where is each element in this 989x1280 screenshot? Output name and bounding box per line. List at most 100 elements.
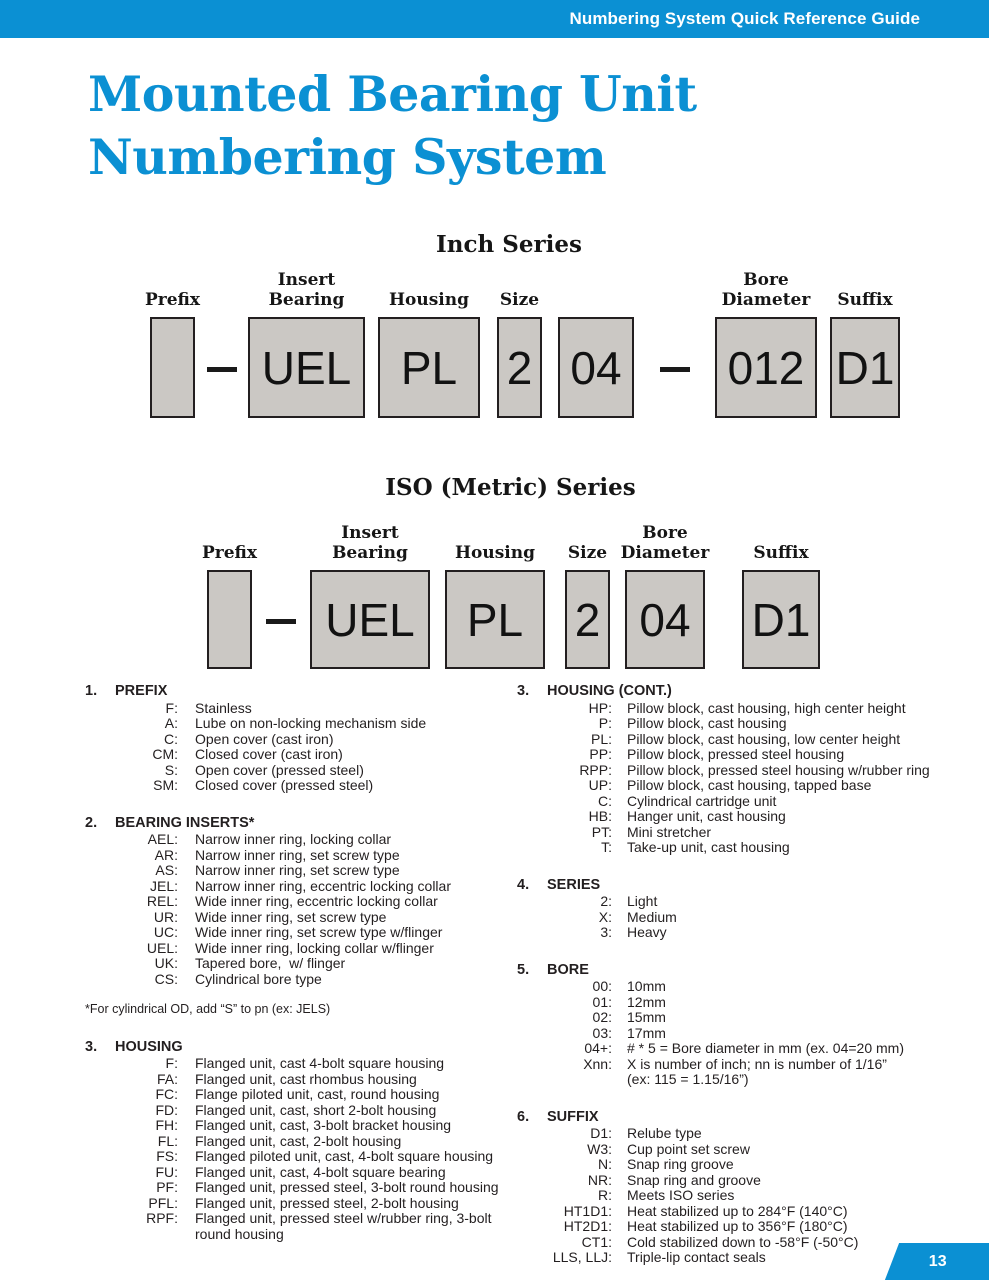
definition-code: R: (598, 1187, 612, 1203)
definition-description: 12mm (627, 993, 666, 1010)
definition-code: RPF: (146, 1210, 178, 1226)
definition-description: Relube type (627, 1125, 702, 1141)
definition-code: HT2D1: (563, 1218, 612, 1234)
definition-code: UR: (153, 908, 178, 925)
definition-row: 00:10mm (517, 978, 985, 995)
definition-description: Closed cover (cast iron) (195, 746, 343, 762)
definition-description: Narrow inner ring, set screw type (195, 846, 400, 863)
box-label: Housing (454, 543, 536, 563)
definition-row: Xnn:X is number of inch; nn is number of… (517, 1055, 985, 1088)
definition-code: CT1: (581, 1233, 612, 1250)
section-header: 3.HOUSING (85, 1039, 517, 1056)
definition-code: FH: (155, 1117, 178, 1133)
definition-row: JEL: Narrow inner ring, eccentric locking… (85, 877, 517, 895)
definition-description: Wide inner ring, set screw type w/flinge… (195, 924, 443, 940)
definition-row: F:Flanged unit, cast 4-bolt square housi… (85, 1055, 517, 1072)
definition-description: Open cover (pressed steel) (195, 761, 364, 778)
definition-description: Wide inner ring, eccentric locking colla… (195, 893, 438, 909)
definition-row: AEL:Narrow inner ring, locking collar (85, 831, 517, 848)
definition-row: UC:Wide inner ring, set screw type w/fli… (85, 924, 517, 941)
definition-code: AR: (154, 846, 178, 863)
definition-code: PL: (590, 730, 612, 747)
definition-description: Pillow block, cast housing, high center … (627, 699, 906, 716)
section-title: PREFIX (115, 683, 168, 699)
definition-code: A: (164, 715, 178, 731)
definition-row: 01:12mm (517, 993, 985, 1011)
definition-row: UEL:Wide inner ring, locking collar w/fl… (85, 939, 517, 957)
definition-description: Flanged unit, cast, 3-bolt bracket housi… (195, 1117, 452, 1133)
definition-description: Flanged unit, cast, short 2-bolt housing (195, 1101, 437, 1118)
page-number: 13 (929, 1252, 947, 1270)
dash-separator (252, 520, 310, 669)
definition-description: Narrow inner ring, locking collar (195, 831, 392, 847)
definition-row: FS:Flanged piloted unit, cast, 4-bolt sq… (85, 1148, 517, 1165)
definition-row: 04+:# * 5 = Bore diameter in mm (ex. 04=… (517, 1040, 985, 1057)
section-header: 3. HOUSING (CONT.) (517, 683, 985, 700)
definition-row: 03:17mm (517, 1024, 985, 1042)
definition-description: Open cover (cast iron) (195, 730, 334, 747)
definition-code: JEL: (149, 877, 178, 894)
definition-description: Cylindrical bore type (195, 970, 322, 987)
section-number: 3. (517, 683, 530, 699)
definition-description: Cold stabilized down to -58°F (-50°C) (627, 1233, 859, 1250)
definition-code: FU: (155, 1163, 178, 1180)
box-label: Housing (388, 290, 470, 310)
definition-code: CS: (154, 970, 178, 987)
section-title: HOUSING (CONT.) (547, 683, 672, 699)
definition-description: Triple-lip contact seals (627, 1249, 766, 1265)
definition-description: Flanged unit, pressed steel w/rubber rin… (195, 1210, 496, 1242)
dash-icon (206, 367, 237, 372)
section-number: 4. (517, 876, 530, 893)
definition-code: Xnn: (583, 1055, 612, 1072)
definition-code: P: (598, 715, 612, 731)
definition-row: CS: Cylindrical bore type (85, 970, 517, 988)
definition-description: Narrow inner ring, eccentric locking col… (195, 877, 451, 894)
definition-row: HP:Pillow block, cast housing, high cent… (517, 699, 985, 717)
definition-section: 3. HOUSING (CONT.)HP:Pillow block, cast h… (517, 683, 985, 856)
definition-row: PP:Pillow block, pressed steel housing (517, 746, 985, 763)
box-label: Size (567, 543, 608, 563)
section-title: BORE (547, 961, 589, 978)
definition-row: UR:Wide inner ring, set screw type (85, 908, 517, 926)
box-value: UEL (248, 317, 365, 418)
definition-description: Pillow block, cast housing, low center h… (627, 730, 901, 747)
definition-description: # * 5 = Bore diameter in mm (ex. 04=20 m… (627, 1040, 904, 1056)
definition-description: Snap ring groove (627, 1156, 734, 1172)
section-title: SUFFIX (547, 1108, 599, 1125)
definition-code: UK: (154, 955, 178, 971)
definition-description: Tapered bore, w/ flinger (195, 955, 346, 971)
box-label: Suffix (837, 290, 893, 310)
definition-row: HB:Hanger unit, cast housing (517, 808, 985, 825)
box-value: 012 (715, 317, 817, 418)
definition-row: RPP:Pillow block, pressed steel housing … (517, 762, 985, 779)
definition-description: Flanged unit, pressed steel, 2-bolt hous… (195, 1194, 459, 1211)
definition-description: Pillow block, pressed steel housing (627, 746, 845, 762)
definition-row: AR: Narrow inner ring, set screw type (85, 846, 517, 864)
definition-description: Flanged unit, cast, 2-bolt housing (195, 1132, 402, 1149)
dash-icon (659, 367, 690, 372)
definition-description: Stainless (195, 699, 252, 716)
definition-code: N: (598, 1156, 612, 1172)
definition-description: Cylindrical cartridge unit (627, 792, 777, 809)
definition-row: FA:Flanged unit, cast rhombus housing (85, 1071, 517, 1088)
definition-description: 17mm (627, 1024, 666, 1041)
definition-description: Heat stabilized up to 356°F (180°C) (627, 1218, 848, 1234)
definition-description: Hanger unit, cast housing (627, 808, 786, 824)
definition-row: 02:15mm (517, 1009, 985, 1026)
header-bar: Numbering System Quick Reference Guide (0, 0, 989, 38)
iso-series-heading: ISO (Metric) Series (385, 474, 636, 501)
definition-description: Cup point set screw (627, 1140, 750, 1157)
definition-row: 3:Heavy (517, 924, 985, 941)
definition-description: Mini stretcher (627, 823, 712, 840)
definition-description: Wide inner ring, locking collar w/flinge… (195, 939, 434, 956)
section-number: 6. (517, 1108, 530, 1125)
box-value: D1 (830, 317, 900, 418)
definition-row: LLS, LLJ:Triple-lip contact seals (517, 1249, 985, 1266)
definition-code: PT: (591, 823, 612, 840)
definition-code: S: (164, 761, 178, 778)
definition-code: C: (164, 730, 178, 747)
